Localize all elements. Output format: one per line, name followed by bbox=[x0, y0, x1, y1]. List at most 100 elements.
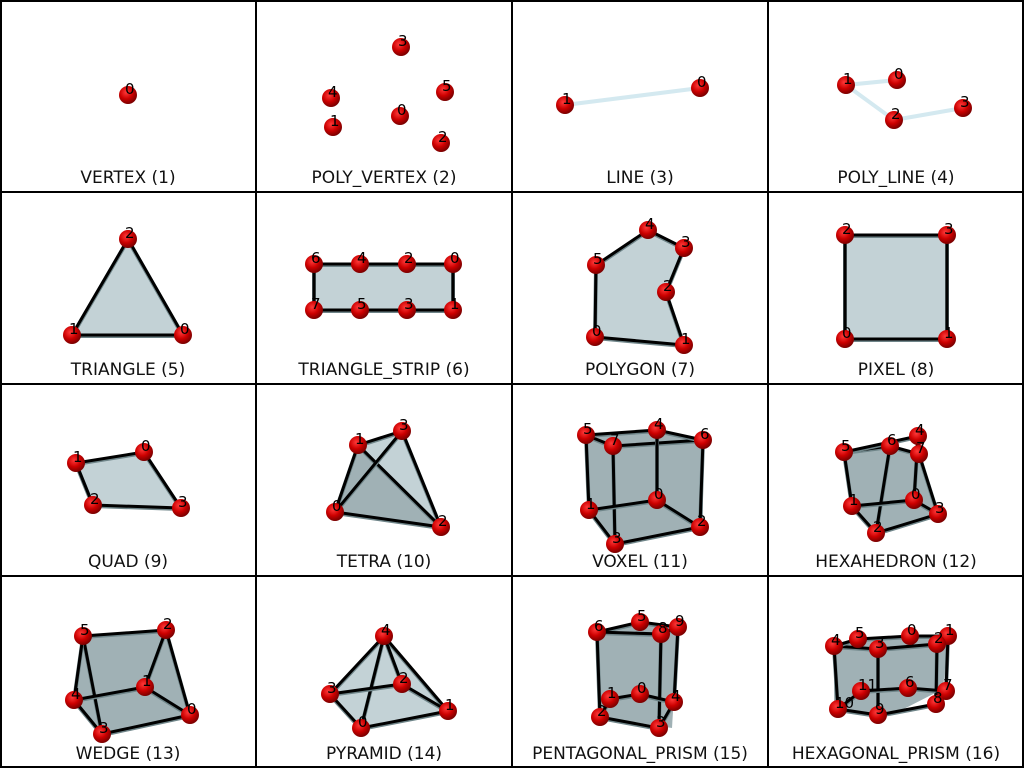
cell-edge bbox=[142, 450, 183, 510]
cell-edge bbox=[698, 438, 705, 529]
cell-edge bbox=[832, 644, 840, 711]
vertex-sphere bbox=[910, 445, 928, 463]
cell-face bbox=[845, 235, 947, 339]
point-id-label: 7 bbox=[610, 431, 620, 449]
vertex-sphere bbox=[587, 256, 605, 274]
cell-title: TRIANGLE_STRIP (6) bbox=[298, 360, 470, 380]
cell-title: PYRAMID (14) bbox=[325, 744, 443, 764]
vertex-sphere bbox=[324, 118, 342, 136]
point-id-label: 2 bbox=[404, 249, 414, 267]
point-id-label: 4 bbox=[654, 415, 664, 433]
vertex-sphere bbox=[322, 89, 340, 107]
vertex-sphere bbox=[172, 499, 190, 517]
point-id-label: 4 bbox=[915, 421, 925, 439]
vertex-sphere bbox=[432, 134, 450, 152]
cell-edge bbox=[100, 713, 192, 736]
vertex-sphere bbox=[938, 226, 956, 244]
point-id-label: 7 bbox=[916, 439, 926, 457]
vertex-sphere bbox=[84, 496, 102, 514]
vertex-sphere bbox=[439, 702, 457, 720]
point-id-label: 7 bbox=[943, 676, 953, 694]
cell-edge bbox=[584, 433, 591, 512]
cell-title: PIXEL (8) bbox=[857, 360, 935, 380]
vertex-sphere bbox=[65, 691, 83, 709]
cell-title: LINE (3) bbox=[606, 168, 674, 188]
point-id-label: 3 bbox=[99, 719, 109, 737]
point-id-label: 0 bbox=[842, 324, 852, 342]
vertex-sphere bbox=[393, 422, 411, 440]
vertex-sphere bbox=[954, 99, 972, 117]
point-id-label: 4 bbox=[381, 621, 391, 639]
cell-edge bbox=[917, 452, 940, 516]
cell-edge bbox=[611, 444, 617, 546]
point-id-label: 0 bbox=[894, 65, 904, 83]
vertex-sphere bbox=[606, 535, 624, 553]
cell-edge bbox=[584, 428, 659, 437]
line-segment bbox=[844, 83, 896, 122]
vertex-sphere bbox=[843, 497, 861, 515]
cell-edge bbox=[72, 685, 147, 702]
point-id-label: 0 bbox=[125, 80, 135, 98]
line-segment bbox=[892, 106, 965, 122]
vertex-sphere bbox=[869, 706, 887, 724]
vertex-sphere bbox=[398, 301, 416, 319]
point-id-label: 6 bbox=[594, 617, 604, 635]
cell-edge bbox=[934, 642, 939, 706]
vertex-sphere bbox=[305, 301, 323, 319]
point-id-label: 2 bbox=[438, 128, 448, 146]
cell-edge bbox=[657, 632, 663, 730]
vertex-sphere bbox=[601, 690, 619, 708]
vertex-sphere bbox=[648, 491, 666, 509]
point-id-label: 11 bbox=[858, 676, 877, 694]
vertex-sphere bbox=[691, 79, 709, 97]
point-id-label: 5 bbox=[637, 607, 647, 625]
cell-edge bbox=[382, 634, 450, 713]
vertex-sphere bbox=[349, 436, 367, 454]
point-id-label: 0 bbox=[637, 679, 647, 697]
point-id-label: 5 bbox=[583, 420, 593, 438]
point-id-label: 4 bbox=[357, 249, 367, 267]
point-id-label: 1 bbox=[355, 430, 365, 448]
vertex-sphere bbox=[391, 107, 409, 125]
vertex-sphere bbox=[927, 695, 945, 713]
point-id-label: 8 bbox=[658, 619, 668, 637]
point-id-label: 2 bbox=[399, 669, 409, 687]
point-id-label: 3 bbox=[875, 634, 885, 652]
grid-divider-horizontal bbox=[0, 191, 1024, 193]
cell-face bbox=[335, 445, 441, 527]
point-id-label: 5 bbox=[855, 624, 865, 642]
vertex-sphere bbox=[67, 454, 85, 472]
cell-edge bbox=[74, 450, 146, 465]
vertex-sphere bbox=[901, 627, 919, 645]
cell-face bbox=[358, 431, 441, 527]
cell-title: QUAD (9) bbox=[87, 552, 169, 572]
point-id-label: 3 bbox=[612, 529, 622, 547]
vertex-sphere bbox=[352, 719, 370, 737]
point-id-label: 5 bbox=[357, 295, 367, 313]
vertex-sphere bbox=[938, 330, 956, 348]
vertex-sphere bbox=[909, 427, 927, 445]
vertex-sphere bbox=[119, 230, 137, 248]
vertex-sphere bbox=[648, 421, 666, 439]
vertex-sphere bbox=[836, 226, 854, 244]
vertex-sphere bbox=[135, 443, 153, 461]
cell-edge bbox=[328, 634, 386, 696]
cell-edge bbox=[333, 429, 404, 514]
vertex-sphere bbox=[580, 501, 598, 519]
vertex-sphere bbox=[604, 437, 622, 455]
vertex-sphere bbox=[937, 682, 955, 700]
cell-edge bbox=[842, 434, 920, 454]
